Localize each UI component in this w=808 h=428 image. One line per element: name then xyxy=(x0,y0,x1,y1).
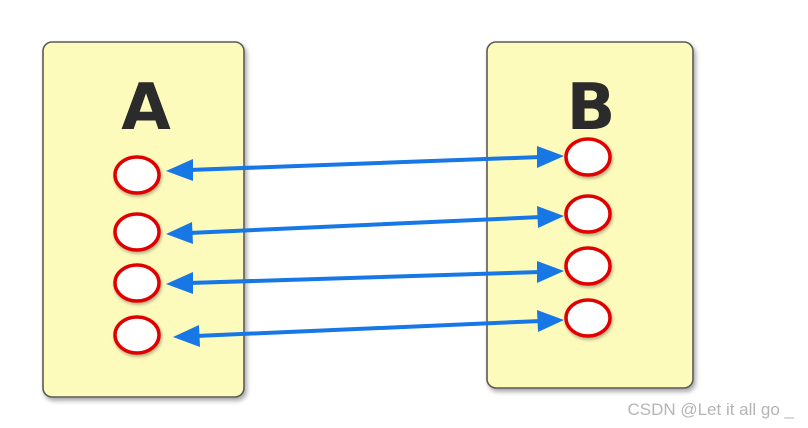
port-node xyxy=(113,315,161,355)
port-node xyxy=(113,155,161,195)
port-node xyxy=(564,246,612,286)
watermark: CSDN @Let it all go _ xyxy=(627,400,794,419)
port-node xyxy=(564,298,612,338)
port-node xyxy=(113,212,161,252)
connection-arrow xyxy=(166,206,564,244)
connection-arrow xyxy=(173,310,564,347)
port-node xyxy=(564,194,612,234)
connection-arrow xyxy=(166,146,564,181)
box-a-ports xyxy=(113,155,161,355)
port-node xyxy=(113,263,161,303)
box-b-ports xyxy=(564,137,612,338)
box-a-label: A xyxy=(121,71,171,145)
connection-arrow xyxy=(166,261,564,294)
port-node xyxy=(564,137,612,177)
connection-arrows xyxy=(166,146,564,347)
box-b-label: B xyxy=(567,71,616,145)
